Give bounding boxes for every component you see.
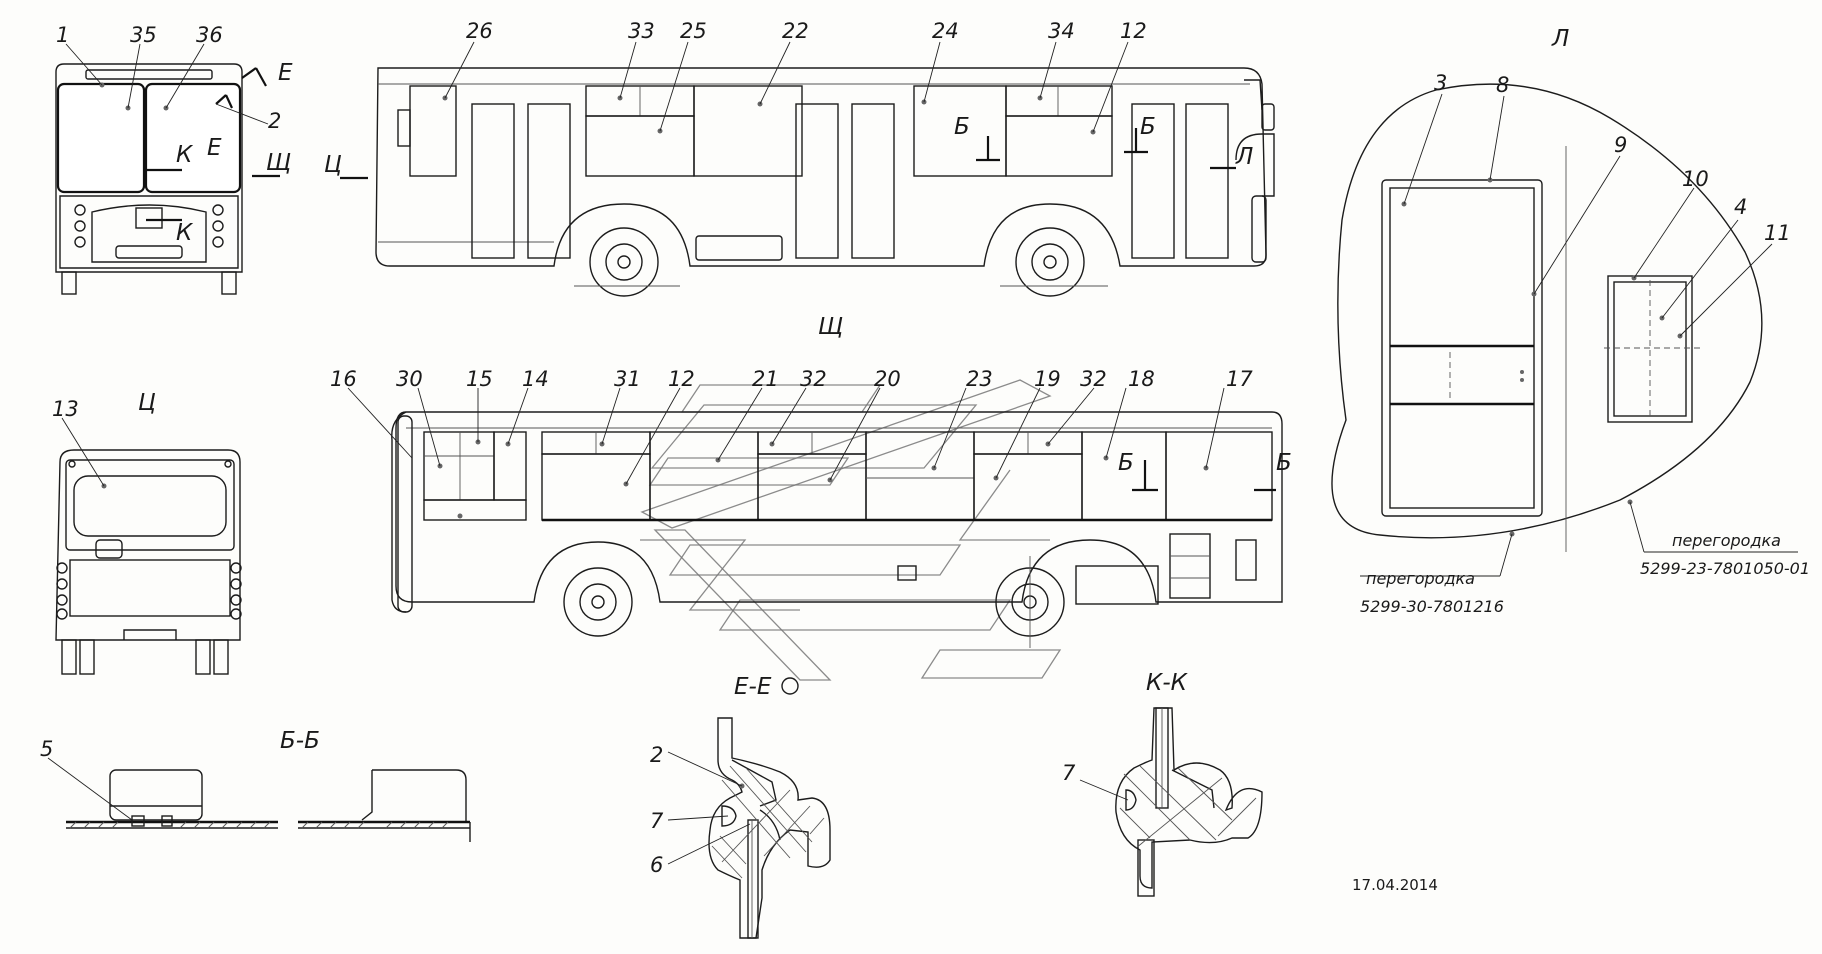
- section-mark-b-right-view-2: Б: [1276, 450, 1292, 476]
- rear-view: 13 Ц: [52, 390, 242, 675]
- callout-18: 18: [1128, 367, 1155, 391]
- callout-7-section-ee: 7: [650, 809, 664, 833]
- front-view: Е Е К К Щ 1 35 36 2: [55, 23, 293, 295]
- callout-3: 3: [1434, 71, 1447, 95]
- callout-9: 9: [1614, 133, 1627, 157]
- callout-2: 2: [268, 109, 281, 133]
- callout-20: 20: [874, 367, 901, 391]
- callout-5: 5: [40, 737, 53, 761]
- section-mark-k-top: К: [176, 142, 194, 168]
- section-title-bb: Б-Б: [280, 728, 320, 754]
- right-side-view: Б Б 16 30 15 14 31 12 21 32 20 23 19 32 …: [330, 367, 1292, 648]
- section-kk: 7 К-К: [1062, 670, 1263, 897]
- callout-22: 22: [782, 19, 809, 43]
- callout-12-right: 12: [668, 367, 695, 391]
- partition-note-2-label: перегородка: [1672, 531, 1781, 550]
- callout-24: 24: [932, 19, 959, 43]
- view-mark-l: Л: [1235, 144, 1253, 170]
- windshield-left-glass: [56, 82, 146, 194]
- callout-23: 23: [966, 367, 993, 391]
- drawing-date: 17.04.2014: [1352, 876, 1438, 894]
- callout-14: 14: [522, 367, 549, 391]
- callout-8: 8: [1496, 73, 1509, 97]
- partition-note-1-label: перегородка: [1366, 569, 1475, 588]
- windshield-right-glass: [144, 82, 242, 194]
- callout-1: 1: [56, 23, 69, 47]
- view-mark-shch-arrow: Щ: [266, 150, 291, 176]
- left-side-view: Б Б Л Ц 26 33 25 22 24 34 12 Щ: [324, 19, 1275, 340]
- callout-15: 15: [466, 367, 493, 391]
- view-mark-ts-arrow: Ц: [324, 152, 342, 178]
- section-mark-k-bottom: К: [176, 220, 194, 246]
- view-label-ts: Ц: [138, 390, 156, 416]
- partition-note-1-code: 5299-30-7801216: [1360, 597, 1504, 616]
- callout-35: 35: [130, 23, 157, 47]
- section-bb: 5 Б-Б: [40, 728, 471, 842]
- section-mark-e-top: Е: [278, 60, 293, 86]
- callout-16: 16: [330, 367, 357, 391]
- detail-view-l: 3 8 9 10 4 11 Л перегородка 5299-30-7801…: [1331, 26, 1810, 616]
- callout-17: 17: [1226, 367, 1253, 391]
- callout-10: 10: [1682, 167, 1709, 191]
- section-mark-b-right: Б: [1140, 114, 1156, 140]
- callout-4: 4: [1734, 195, 1747, 219]
- callout-13: 13: [52, 397, 79, 421]
- callout-36: 36: [196, 23, 223, 47]
- section-mark-b-left: Б: [954, 114, 970, 140]
- section-title-ee: Е-Е: [734, 674, 772, 700]
- watermark-logo: [640, 379, 1062, 681]
- callout-6: 6: [650, 853, 663, 877]
- callout-7-section-kk: 7: [1062, 761, 1076, 785]
- callout-34: 34: [1048, 19, 1075, 43]
- view-label-shch: Щ: [818, 314, 843, 340]
- callout-25: 25: [680, 19, 707, 43]
- section-mark-e-side: Е: [207, 135, 222, 161]
- callout-11: 11: [1764, 221, 1791, 245]
- view-label-l: Л: [1551, 26, 1569, 52]
- section-ee: 2 7 6 Е-Е: [650, 674, 831, 939]
- callout-32-b: 32: [1080, 367, 1107, 391]
- section-title-kk: К-К: [1146, 670, 1189, 696]
- callout-30: 30: [396, 367, 423, 391]
- callout-33: 33: [628, 19, 655, 43]
- callout-12-left: 12: [1120, 19, 1147, 43]
- callout-21: 21: [752, 367, 779, 391]
- section-mark-b-right-view-1: Б: [1118, 450, 1134, 476]
- callout-19: 19: [1034, 367, 1061, 391]
- callout-2-section: 2: [650, 743, 663, 767]
- partition-note-2-code: 5299-23-7801050-01: [1640, 559, 1810, 578]
- callout-32-a: 32: [800, 367, 827, 391]
- callout-31: 31: [614, 367, 641, 391]
- callout-26: 26: [466, 19, 493, 43]
